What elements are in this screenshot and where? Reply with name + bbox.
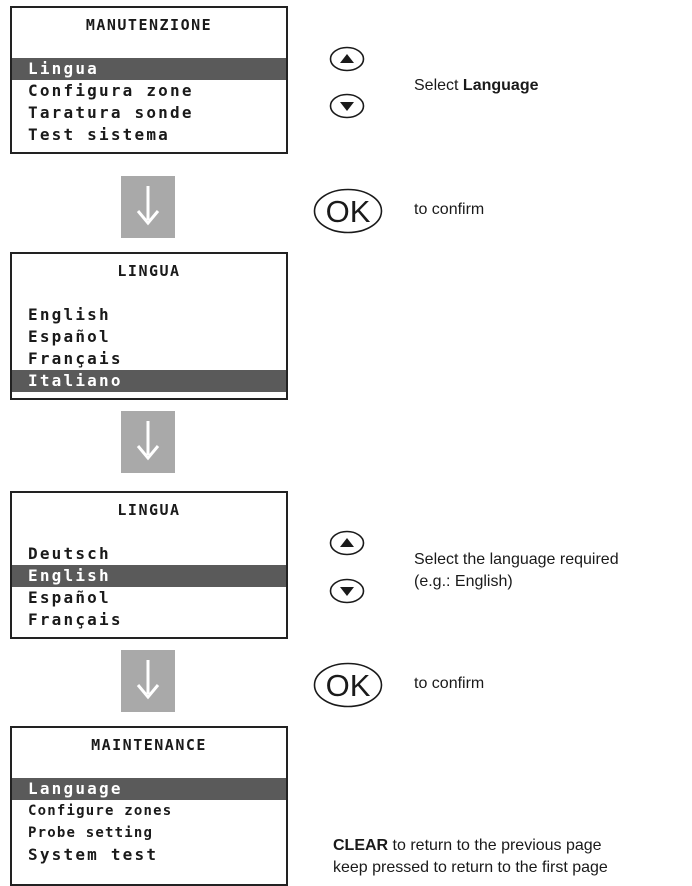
menu-item-espanol[interactable]: Español xyxy=(28,327,111,346)
caption-select-language: Select Language xyxy=(414,77,539,94)
down-arrow-icon xyxy=(329,93,365,119)
menu-item-espanol[interactable]: Español xyxy=(28,588,111,607)
ok-label: OK xyxy=(326,668,371,703)
caption-clear: CLEAR to return to the previous page kee… xyxy=(333,837,608,876)
screen-title: LINGUA xyxy=(117,262,181,280)
up-arrow-icon xyxy=(329,46,365,72)
screen-title: LINGUA xyxy=(117,501,181,519)
up-arrow-icon xyxy=(329,530,365,556)
down-button[interactable] xyxy=(329,93,365,124)
down-flow-arrow-icon xyxy=(136,421,160,461)
down-flow-arrow-icon xyxy=(136,660,160,700)
caption-confirm-2: to confirm xyxy=(414,675,485,692)
menu-item-english[interactable]: English xyxy=(12,565,286,587)
menu-item-deutsch[interactable]: Deutsch xyxy=(28,544,111,563)
menu-item-lingua[interactable]: Lingua xyxy=(12,58,286,80)
menu-item-test-sistema[interactable]: Test sistema xyxy=(28,125,170,144)
ok-button[interactable]: OK xyxy=(313,662,383,713)
lcd-screen-lingua-1: LINGUA English Español Français Italiano xyxy=(10,252,288,400)
menu-item-english[interactable]: English xyxy=(28,305,111,324)
flow-arrow-2 xyxy=(121,411,175,473)
down-button[interactable] xyxy=(329,578,365,609)
menu-item-system-test[interactable]: System test xyxy=(28,845,159,864)
menu-item-francais[interactable]: Français xyxy=(28,610,123,629)
lcd-screen-maintenance-en: MAINTENANCE Language Configure zones Pro… xyxy=(10,726,288,886)
ok-button[interactable]: OK xyxy=(313,188,383,239)
caption-confirm-1: to confirm xyxy=(414,201,485,218)
screen-title: MANUTENZIONE xyxy=(85,16,213,34)
down-arrow-icon xyxy=(329,578,365,604)
flow-arrow-1 xyxy=(121,176,175,238)
screen-title: MAINTENANCE xyxy=(91,736,207,754)
menu-item-probe-setting[interactable]: Probe setting xyxy=(28,825,154,841)
caption-select-language-required: Select the language required (e.g.: Engl… xyxy=(414,551,619,590)
menu-item-italiano[interactable]: Italiano xyxy=(12,370,286,392)
up-button[interactable] xyxy=(329,46,365,77)
menu-item-language[interactable]: Language xyxy=(12,778,286,800)
flow-arrow-3 xyxy=(121,650,175,712)
up-button[interactable] xyxy=(329,530,365,561)
menu-item-francais[interactable]: Français xyxy=(28,349,123,368)
menu-item-taratura-sonde[interactable]: Taratura sonde xyxy=(28,103,194,122)
lcd-screen-lingua-2: LINGUA Deutsch English Español Français xyxy=(10,491,288,639)
down-flow-arrow-icon xyxy=(136,186,160,226)
ok-label: OK xyxy=(326,194,371,229)
menu-item-configure-zones[interactable]: Configure zones xyxy=(28,803,173,819)
menu-item-configura-zone[interactable]: Configura zone xyxy=(28,81,194,100)
lcd-screen-maintenance-it: MANUTENZIONE Lingua Configura zone Tarat… xyxy=(10,6,288,154)
